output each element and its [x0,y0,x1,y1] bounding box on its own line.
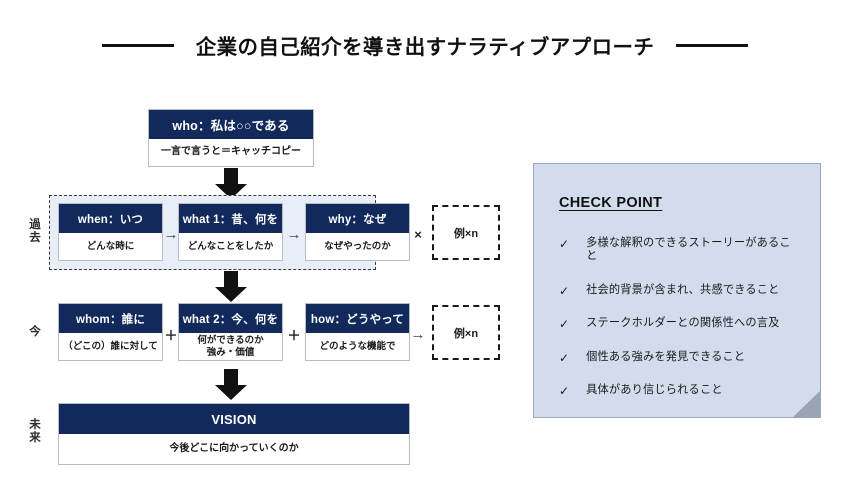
connector-arrow-icon: → [163,225,179,243]
connector-multiply-icon: × [414,226,422,242]
card-when[interactable]: when：いつ どんな時に [58,203,163,261]
check-icon: ✓ [559,350,570,365]
checkpoint-item: ✓ 社会的背景が含まれ、共感できること [559,284,799,297]
check-icon: ✓ [559,384,570,399]
card-vision[interactable]: VISION 今後どこに向かっていくのか [58,403,410,465]
checkpoint-item-label: 個性ある強みを発見できること [586,350,746,363]
connector-plus-icon: ＋ [287,327,301,343]
card-who-body: 一言で言うと＝キャッチコピー [161,146,301,158]
checkpoint-panel: CHECK POINT ✓ 多様な解釈のできるストーリーがあること ✓ 社会的背… [533,163,821,418]
title-rule-right [676,43,749,47]
checkpoint-title: CHECK POINT [559,195,663,211]
card-what2-head: what 2：今、何を [179,304,282,333]
check-icon: ✓ [559,317,570,332]
card-what1-head: what 1：昔、何を [179,204,282,233]
check-icon: ✓ [559,237,570,251]
connector-arrow-icon: → [410,325,426,343]
example-box-past: 例×n [432,205,500,260]
card-what1-body: どんなことをしたか [187,240,274,252]
card-how-body: どのような機能で [319,340,396,352]
down-arrow-icon [214,369,248,401]
card-what2-body: 何ができるのか強み・価値 [197,334,264,358]
card-what2[interactable]: what 2：今、何を 何ができるのか強み・価値 [178,303,283,361]
card-who-head: who：私は○○である [149,110,313,139]
card-whom-head: whom：誰に [59,304,162,333]
title-rule-left [101,43,174,47]
era-label-past: 過去 [29,219,41,245]
card-how[interactable]: how：どうやって どのような機能で [305,303,410,361]
card-when-body: どんな時に [86,240,135,252]
card-who[interactable]: who：私は○○である 一言で言うと＝キャッチコピー [148,109,314,167]
card-why-body: なぜやったのか [324,240,391,252]
card-why-head: why：なぜ [306,204,409,233]
page-title: 企業の自己紹介を導き出すナラティブアプローチ [0,30,850,60]
connector-arrow-icon: → [286,225,302,243]
checkpoint-sheet [533,163,821,418]
card-what1[interactable]: what 1：昔、何を どんなことをしたか [178,203,283,261]
checkpoint-item: ✓ 具体があり信じられること [559,384,799,397]
checkpoint-item-label: 社会的背景が含まれ、共感できること [586,283,780,296]
card-why[interactable]: why：なぜ なぜやったのか [305,203,410,261]
era-label-future: 未来 [29,419,41,445]
example-box-now: 例×n [432,305,500,360]
check-icon: ✓ [559,283,570,298]
title-text: 企業の自己紹介を導き出すナラティブアプローチ [195,36,655,59]
card-vision-head: VISION [59,404,409,434]
card-when-head: when：いつ [59,204,162,233]
down-arrow-icon [214,168,248,200]
checkpoint-item-label: 具体があり信じられること [586,384,723,397]
card-whom[interactable]: whom：誰に （どこの）誰に対して [58,303,163,361]
era-label-now: 今 [29,326,41,338]
card-vision-body: 今後どこに向かっていくのか [169,442,299,454]
checkpoint-item-label: 多様な解釈のできるストーリーがあること [586,237,791,263]
connector-plus-icon: ＋ [164,327,178,343]
checkpoint-item-label: ステークホルダーとの関係性への言及 [586,317,780,330]
checkpoint-item: ✓ 多様な解釈のできるストーリーがあること [559,237,799,264]
card-whom-body: （どこの）誰に対して [63,340,158,352]
checkpoint-item: ✓ ステークホルダーとの関係性への言及 [559,317,799,330]
card-how-head: how：どうやって [306,304,409,333]
checkpoint-item: ✓ 個性ある強みを発見できること [559,351,799,364]
down-arrow-icon [214,271,248,303]
